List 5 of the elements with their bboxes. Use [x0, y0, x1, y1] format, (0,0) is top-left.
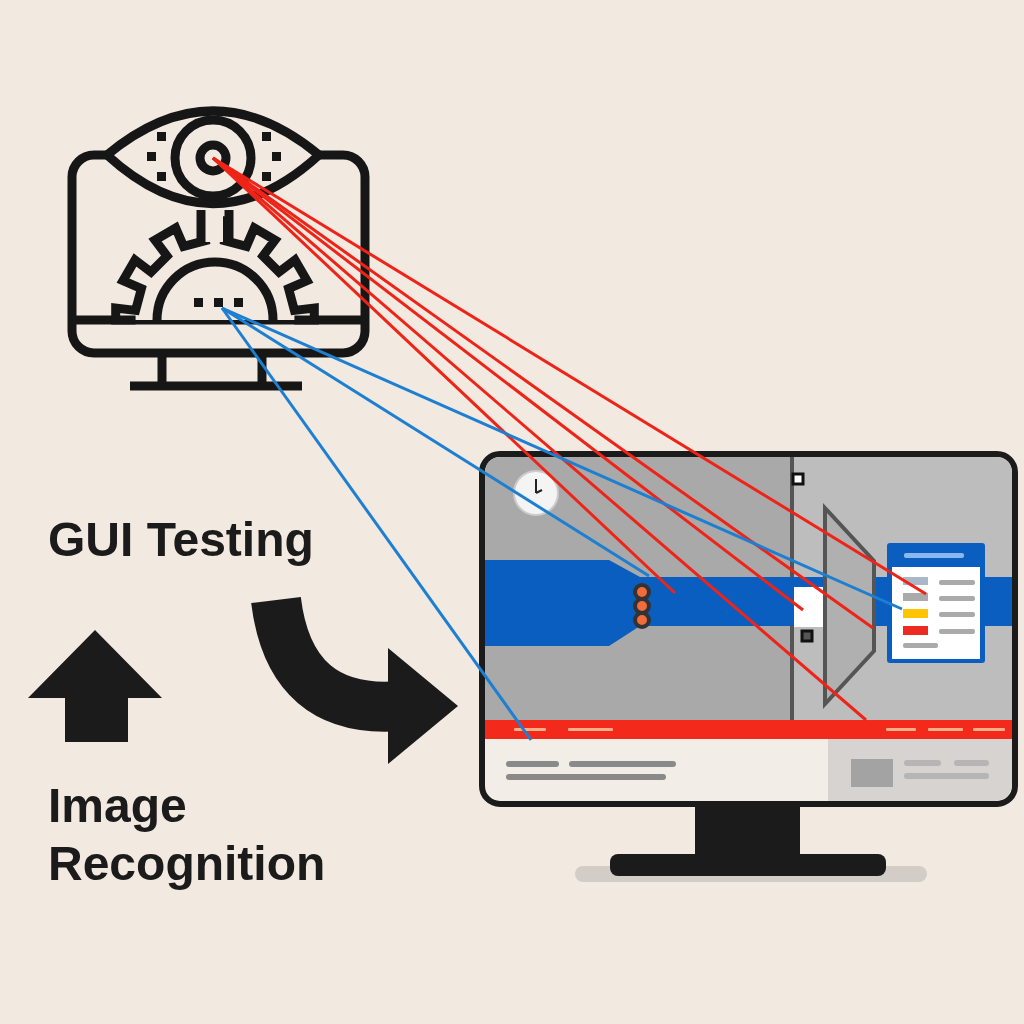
scan-line: [212, 156, 867, 722]
heading-text: GUI Testing: [47, 512, 315, 569]
scan-line: [220, 307, 533, 741]
heading-text: Image Recognition: [47, 778, 327, 892]
scan-line: [221, 306, 903, 611]
